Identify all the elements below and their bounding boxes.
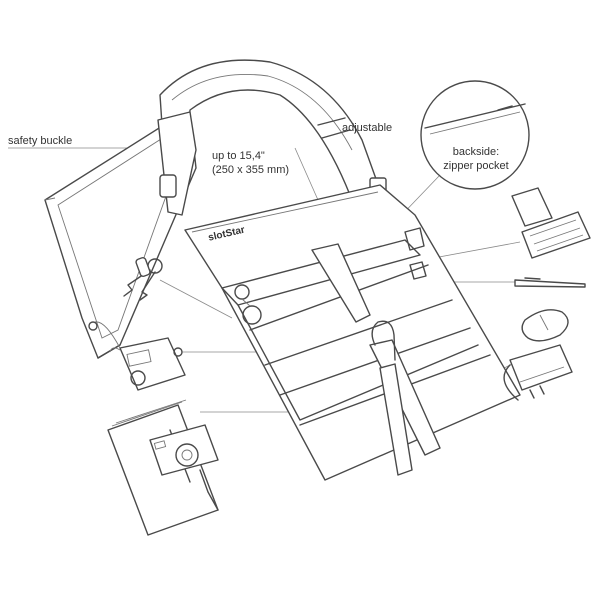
label-backside-line2: zipper pocket — [436, 160, 516, 173]
label-adjustable: adjustable — [342, 122, 392, 135]
label-safety-buckle: safety buckle — [8, 135, 72, 148]
leader-size — [295, 148, 318, 200]
phone-icon — [512, 188, 590, 258]
mouse-icon — [522, 310, 568, 341]
pen-icon — [515, 278, 585, 287]
label-size-line2: (250 x 355 mm) — [212, 164, 289, 177]
label-backside-line1: backside: — [436, 146, 516, 159]
label-size-line1: up to 15,4" — [212, 150, 265, 163]
